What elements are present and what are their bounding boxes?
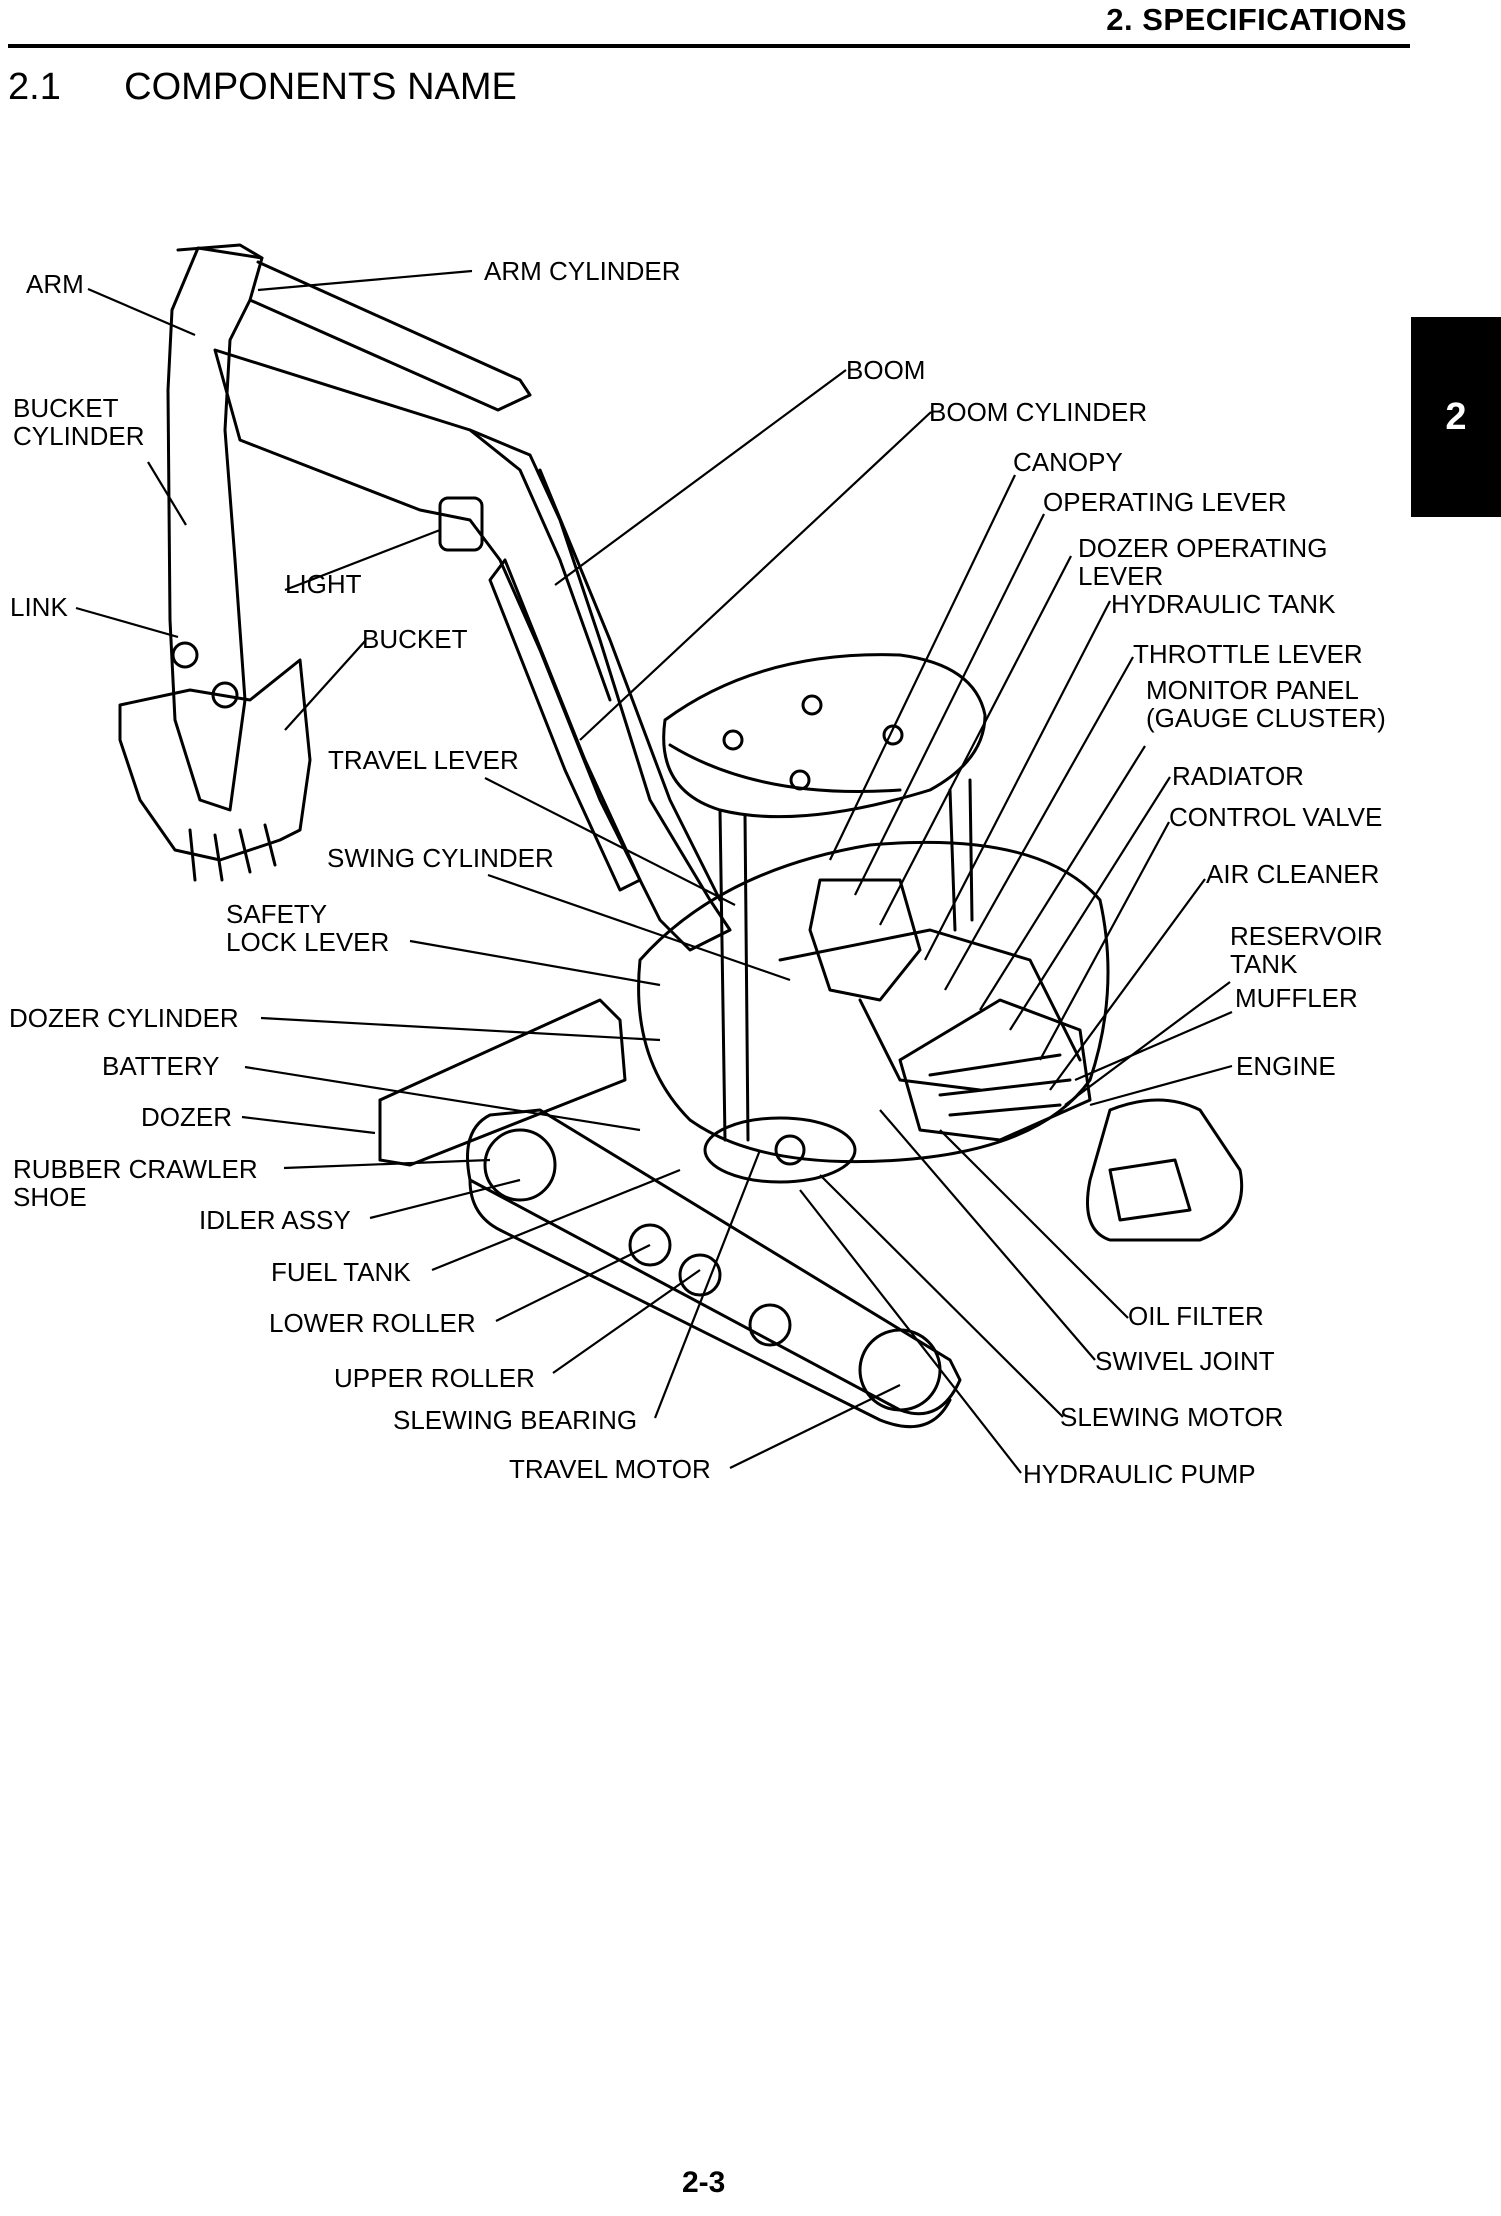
label-dozer: DOZER [141,1102,232,1132]
label-upper-roller: UPPER ROLLER [334,1363,535,1393]
label-slewing-motor: SLEWING MOTOR [1060,1402,1284,1432]
label-reservoir-tank: RESERVOIR TANK [1230,921,1383,979]
callout-lines [75,269,1233,1474]
label-swivel-joint: SWIVEL JOINT [1095,1346,1275,1376]
label-throttle-lever: THROTTLE LEVER [1133,639,1363,669]
label-bucket-cylinder: BUCKET CYLINDER [13,393,145,451]
page-heading: 2.1 COMPONENTS NAME [8,66,517,108]
label-monitor-panel: MONITOR PANEL (GAUGE CLUSTER) [1146,675,1386,733]
label-arm: ARM [26,269,84,299]
page-number: 2-3 [682,2166,726,2199]
label-oil-filter: OIL FILTER [1128,1301,1264,1331]
label-dozer-operating-lever: DOZER OPERATING LEVER [1078,533,1328,591]
label-canopy: CANOPY [1013,447,1123,477]
label-hydraulic-pump: HYDRAULIC PUMP [1023,1459,1256,1489]
label-idler-assy: IDLER ASSY [199,1205,351,1235]
label-dozer-cylinder: DOZER CYLINDER [9,1003,239,1033]
label-control-valve: CONTROL VALVE [1169,802,1383,832]
label-operating-lever: OPERATING LEVER [1043,487,1287,517]
label-safety-lock-lever: SAFETY LOCK LEVER [226,899,390,957]
label-boom-cylinder: BOOM CYLINDER [929,397,1148,427]
label-battery: BATTERY [102,1051,220,1081]
excavator-illustration [118,243,1244,1429]
label-fuel-tank: FUEL TANK [271,1257,411,1287]
label-light: LIGHT [285,569,362,599]
label-rubber-crawler-shoe: RUBBER CRAWLER SHOE [13,1154,258,1212]
label-travel-lever: TRAVEL LEVER [328,745,519,775]
label-hydraulic-tank: HYDRAULIC TANK [1111,589,1336,619]
label-air-cleaner: AIR CLEANER [1206,859,1380,889]
label-muffler: MUFFLER [1235,983,1358,1013]
section-header: 2. SPECIFICATIONS [1106,2,1407,37]
label-lower-roller: LOWER ROLLER [269,1308,476,1338]
label-bucket: BUCKET [362,624,468,654]
header-rule [8,44,1410,48]
label-radiator: RADIATOR [1172,761,1304,791]
chapter-tab: 2 [1411,317,1501,517]
label-slewing-bearing: SLEWING BEARING [393,1405,638,1435]
label-boom: BOOM [846,355,926,385]
label-swing-cylinder: SWING CYLINDER [327,843,554,873]
label-arm-cylinder: ARM CYLINDER [484,256,681,286]
label-link: LINK [10,592,68,622]
label-travel-motor: TRAVEL MOTOR [509,1454,711,1484]
label-engine: ENGINE [1236,1051,1336,1081]
